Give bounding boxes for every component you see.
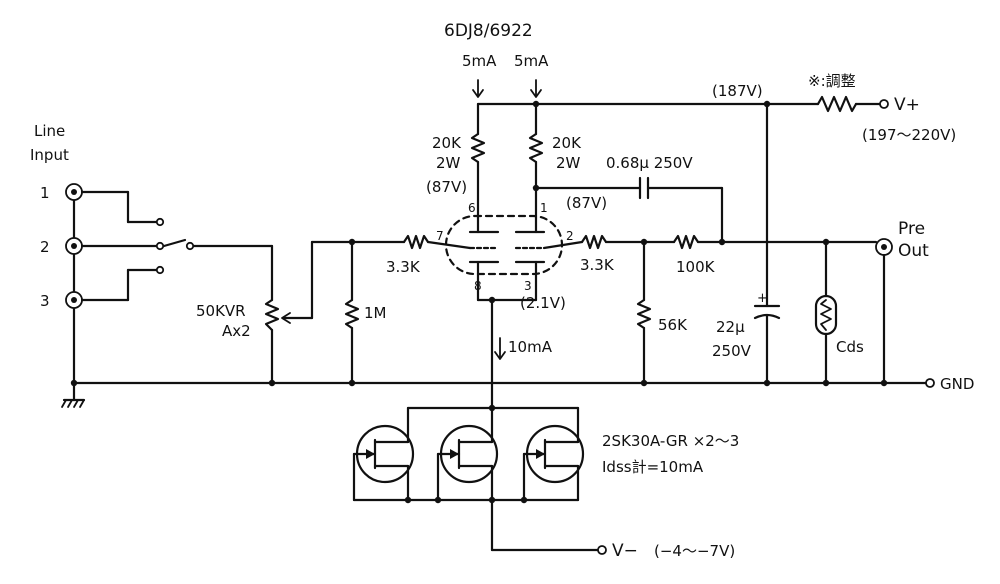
cds-label: Cds [836,338,864,356]
pre-label: Pre [898,219,925,239]
tube-label: 6DJ8/6922 [444,21,533,41]
series-resistor-label: 100K [676,258,716,276]
input-selector-switch [162,238,274,251]
dual-triode-tube [444,214,564,302]
pin-6-label: 6 [468,201,476,215]
grid-leak-label: 1M [364,304,387,322]
svg-text:+: + [757,291,768,306]
plate-resistor-left [470,102,486,220]
grid-stopper-resistor [310,234,472,250]
vplus-label: V+ [894,95,920,115]
vr-value-label: 50KVR [196,302,246,320]
plate-left-resistance: 20K [432,134,462,152]
bypass-capacitor: + [753,102,781,385]
vminus-label: V− [612,541,638,561]
jack-3-label: 3 [40,292,50,310]
vplus-range-label: (197～220V) [862,126,956,144]
pin-1-label: 1 [540,201,548,215]
jack-2-label: 2 [40,238,50,256]
grid-resistor-label: 3.3K [386,258,421,276]
load-resistor-label: 56K [658,316,688,334]
vr-type-label: Ax2 [222,322,251,340]
bypass-cap-value-label: 22μ [716,318,745,336]
plate-right-power: 2W [556,154,581,172]
coupling-capacitor [534,176,724,244]
grid-leak-resistor [344,240,360,385]
vminus-range-label: (−4～−7V) [654,542,735,560]
pin-2-label: 2 [566,229,574,243]
coupling-cap-label: 0.68μ 250V [606,154,693,172]
cathode-line [490,298,506,410]
line-label: Line [34,122,65,140]
current-right-label: 5mA [514,52,549,70]
fet-part-label: 2SK30A-GR ×2～3 [602,432,739,450]
gnd-label: GND [940,375,974,393]
input-jacks [65,183,165,385]
cathode-current-label: 10mA [508,338,553,356]
b-voltage-label: (187V) [712,82,763,100]
plate-left-voltage: (87V) [426,178,467,196]
plate-left-power: 2W [436,154,461,172]
fet-transistor [352,406,415,502]
output-resistor-label: 3.3K [580,256,615,274]
plate-right-voltage: (87V) [566,194,607,212]
pin-8-label: 8 [474,279,482,293]
fet-idss-label: Idss計=10mA [602,458,704,476]
cathode-voltage-label: (2.1V) [520,294,566,312]
current-arrows [472,79,542,98]
plate-right-resistance: 20K [552,134,582,152]
cds-photoresistor [814,240,838,385]
ground-rail [61,378,935,408]
load-resistor [636,240,652,385]
fet-transistor [522,406,585,502]
b-plus-rail [476,95,889,113]
pin-7-label: 7 [436,229,444,243]
current-left-label: 5mA [462,52,497,70]
adjust-label: ※:調整 [808,72,856,90]
bypass-cap-voltage-label: 250V [712,342,752,360]
fet-current-source [352,406,607,555]
volume-potentiometer [264,240,314,385]
out-label: Out [898,241,929,261]
pin-3-label: 3 [524,279,532,293]
fet-transistor [436,406,499,502]
input-label: Input [30,146,69,164]
jack-1-label: 1 [40,184,50,202]
output-resistor [542,234,893,256]
